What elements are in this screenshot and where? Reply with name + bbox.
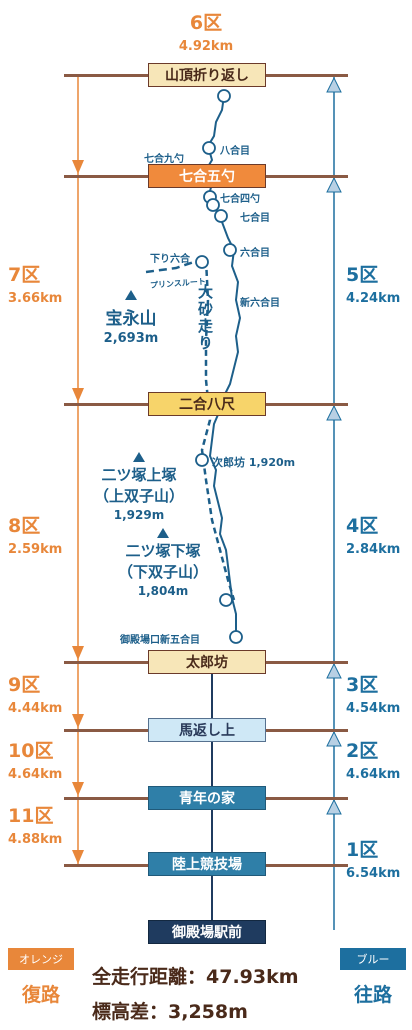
return-arrowheads	[72, 160, 84, 864]
peak-hoeizan-name: 宝永山	[105, 309, 157, 329]
return-section-10-distance: 4.64km	[8, 767, 63, 782]
section-6-distance: 4.92km	[178, 39, 234, 54]
outbound-section-1-name: 1区	[346, 839, 379, 861]
return-section-11-distance: 4.88km	[8, 832, 63, 847]
peak-triangle-icon	[125, 290, 137, 300]
return-section-8-name: 8区	[8, 515, 41, 537]
descent-trail	[200, 259, 236, 601]
outbound-section-3: 3区 4.54km	[346, 670, 400, 716]
section-6-header: 6区 4.92km	[0, 8, 412, 54]
outbound-section-2: 2区 4.64km	[346, 736, 400, 782]
return-section-8-distance: 2.59km	[8, 542, 63, 557]
legend-orange-tag: オレンジ	[8, 948, 74, 970]
outbound-section-2-name: 2区	[346, 740, 379, 762]
outbound-section-1: 1区 6.54km	[346, 835, 400, 881]
station-summit: 山頂折り返し	[148, 63, 266, 87]
outbound-section-2-distance: 4.64km	[346, 767, 401, 782]
peak-upper-name: 二ツ塚上塚	[101, 466, 177, 484]
checkpoint-5th-station-upper	[219, 593, 233, 607]
outbound-section-5: 5区 4.24km	[346, 260, 400, 306]
return-section-11-name: 11区	[8, 805, 54, 827]
outbound-section-4-distance: 2.84km	[346, 542, 401, 557]
label-shichigo-kyushaku: 七合九勺	[144, 154, 184, 165]
checkpoints	[195, 89, 243, 644]
legend-blue-tag: ブルー	[340, 948, 406, 970]
outbound-section-3-distance: 4.54km	[346, 701, 401, 716]
outbound-section-4-name: 4区	[346, 515, 379, 537]
station-aonoie: 青年の家	[148, 786, 266, 810]
elevation-difference: 標高差：3,258m	[92, 1001, 248, 1023]
section-6-name: 6区	[189, 12, 223, 34]
checkpoint-hachigome	[202, 141, 216, 155]
label-osunabashiri: 大砂走り	[198, 283, 214, 352]
return-section-7-name: 7区	[8, 264, 41, 286]
outbound-section-1-distance: 6.54km	[346, 866, 401, 881]
peak-lower-alt: （下双子山）	[117, 563, 208, 581]
station-7go5shaku: 七合五勺	[148, 164, 266, 188]
label-kudari-rokugo: 下り六合	[150, 254, 190, 265]
return-section-9: 9区 4.44km	[8, 670, 62, 716]
return-section-10-name: 10区	[8, 740, 54, 762]
peak-upper-elevation: 1,929m	[113, 508, 165, 522]
station-stadium: 陸上競技場	[148, 852, 266, 876]
return-section-9-distance: 4.44km	[8, 701, 63, 716]
outbound-arrowheads	[326, 76, 342, 815]
peak-triangle-icon	[157, 528, 169, 538]
outbound-section-5-name: 5区	[346, 264, 379, 286]
label-jirobo: 次郎坊 1,920m	[212, 456, 296, 469]
return-section-10: 10区 4.64km	[8, 736, 62, 782]
checkpoint-summit	[217, 89, 231, 103]
station-gotemba: 御殿場駅前	[148, 920, 266, 944]
checkpoint-kudari-rokugo	[195, 255, 209, 269]
checkpoint-jirobo	[195, 453, 209, 467]
label-rokugome: 六合目	[240, 248, 270, 259]
outbound-section-5-distance: 4.24km	[346, 291, 401, 306]
checkpoint-7go4shaku	[206, 198, 220, 212]
label-shin-rokugome: 新六合目	[240, 298, 280, 309]
peak-lower-name: 二ツ塚下塚	[125, 542, 201, 560]
checkpoint-5th-station	[229, 630, 243, 644]
outbound-section-3-name: 3区	[346, 674, 379, 696]
station-2go8shaku: 二合八尺	[148, 392, 266, 416]
return-section-7: 7区 3.66km	[8, 260, 62, 306]
total-distance: 全走行距離：47.93km	[92, 966, 299, 988]
peak-futatsuzuka-upper: 二ツ塚上塚 （上双子山） 1,929m	[84, 452, 194, 522]
return-section-8: 8区 2.59km	[8, 511, 62, 557]
label-gotemba-5th: 御殿場口新五合目	[120, 635, 200, 646]
peak-lower-elevation: 1,804m	[137, 584, 189, 598]
outbound-section-4: 4区 2.84km	[346, 511, 400, 557]
label-hachigome: 八合目	[220, 146, 250, 157]
peak-hoeizan: 宝永山 2,693m	[96, 290, 166, 346]
label-shichigo-yonshaku: 七合四勺	[220, 194, 260, 205]
legend-blue-direction: 往路	[353, 984, 392, 1006]
return-section-11: 11区 4.88km	[8, 801, 62, 847]
checkpoint-rokugome	[223, 243, 237, 257]
return-section-7-distance: 3.66km	[8, 291, 63, 306]
station-umagaeshi: 馬返し上	[148, 718, 266, 742]
peak-triangle-icon	[133, 452, 145, 462]
legend-orange-direction: 復路	[21, 984, 60, 1006]
peak-hoeizan-elevation: 2,693m	[103, 331, 159, 346]
return-section-9-name: 9区	[8, 674, 41, 696]
station-tarobo: 太郎坊	[148, 650, 266, 674]
peak-futatsuzuka-lower: 二ツ塚下塚 （下双子山） 1,804m	[108, 528, 218, 598]
checkpoint-7gome	[214, 209, 228, 223]
label-shichigome: 七合目	[240, 213, 270, 224]
peak-upper-alt: （上双子山）	[93, 487, 184, 505]
prince-route	[145, 260, 195, 274]
